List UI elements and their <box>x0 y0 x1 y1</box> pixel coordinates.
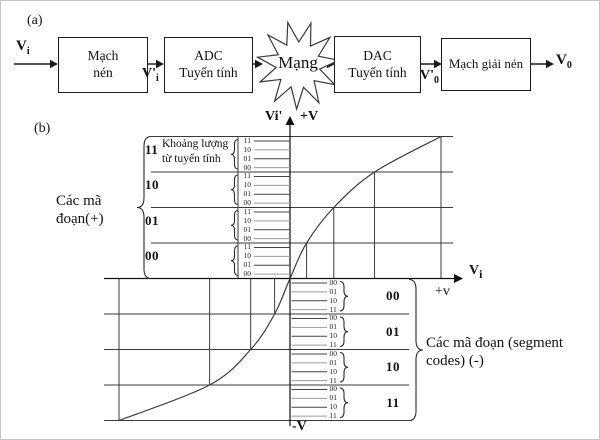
quant-code-positive: 10 <box>243 251 252 261</box>
quant-code-negative: 01 <box>329 393 338 403</box>
panel-a-label: (a) <box>27 13 43 28</box>
segment-code-negative: 11 <box>386 394 400 410</box>
quant-group-brace-negative <box>339 280 349 312</box>
y-axis-arrowhead <box>285 116 295 125</box>
linear-dac-block: DAC Tuyến tính <box>334 36 421 93</box>
segment-code-negative: 01 <box>386 323 400 339</box>
input-arrow-head <box>50 59 58 69</box>
quant-code-negative: 01 <box>329 286 338 296</box>
quant-code-positive: 11 <box>243 171 251 181</box>
y-axis-title: Vi' <box>265 109 283 124</box>
quant-code-negative: 00 <box>329 277 338 287</box>
panel-b-label: (b) <box>34 121 51 136</box>
compressor-to-adc-arrow-head <box>156 59 164 69</box>
linear-adc-block: ADC Tuyến tính <box>164 37 253 93</box>
output-arrow-head <box>546 59 554 69</box>
y-min-label: -V <box>292 419 307 434</box>
quant-group-brace-negative <box>339 316 349 348</box>
quant-code-positive: 00 <box>243 162 252 172</box>
quant-group-brace-negative <box>339 351 349 383</box>
output-signal-label: V0 <box>556 52 572 71</box>
positive-segments-brace <box>136 135 152 280</box>
quant-code-positive: 11 <box>243 206 251 216</box>
compressor-block: Mạch nén <box>58 37 148 93</box>
dac-to-expander-arrow-head <box>434 59 442 69</box>
segment-code-positive: 11 <box>145 141 159 157</box>
quant-code-negative: 11 <box>329 411 337 421</box>
quant-code-positive: 11 <box>243 242 251 252</box>
quant-code-positive: 10 <box>243 180 252 190</box>
segment-code-positive: 00 <box>145 248 159 263</box>
compression-curve <box>118 135 442 422</box>
quant-code-negative: 01 <box>329 322 338 332</box>
quant-code-positive: 01 <box>243 153 252 163</box>
negative-segments-brace <box>408 278 424 422</box>
quant-code-negative: 11 <box>329 340 337 350</box>
quant-code-positive: 00 <box>243 269 252 279</box>
quant-code-negative: 00 <box>329 384 338 394</box>
compressed-signal-label: V'i <box>142 66 159 84</box>
x-axis-title: Vi <box>469 263 483 281</box>
quant-code-negative: 10 <box>329 295 338 305</box>
adc-to-network-arrow-head <box>255 59 263 69</box>
quantization-interval-caption: Khoảng lượng từ tuyến tính <box>162 138 229 165</box>
input-signal-label: Vi <box>16 38 30 57</box>
quant-code-negative: 11 <box>329 375 337 385</box>
quant-code-negative: 10 <box>329 402 338 412</box>
quant-code-negative: 01 <box>329 357 338 367</box>
quant-group-brace-negative <box>339 387 349 419</box>
quant-group-brace-positive <box>230 209 239 241</box>
y-max-label: +V <box>300 109 319 124</box>
quant-group-brace-positive <box>230 138 239 170</box>
quant-code-positive: 00 <box>243 198 252 208</box>
quant-code-negative: 10 <box>329 331 338 341</box>
network-starburst-shape <box>255 20 341 112</box>
quant-group-brace-positive <box>230 245 239 277</box>
quant-code-positive: 00 <box>243 233 252 243</box>
quant-code-positive: 01 <box>243 189 252 199</box>
quant-code-positive: 11 <box>243 135 251 145</box>
quant-code-positive: 10 <box>243 144 252 154</box>
quant-code-negative: 00 <box>329 348 338 358</box>
quant-group-brace-positive <box>230 174 239 206</box>
segment-code-positive: 10 <box>145 177 159 192</box>
dac-output-signal-label: V'0 <box>420 68 439 86</box>
quant-code-positive: 10 <box>243 215 252 225</box>
quant-code-negative: 00 <box>329 313 338 323</box>
network-label: Mạng <box>278 53 318 72</box>
segment-code-positive: 01 <box>145 212 159 228</box>
segment-code-negative: 00 <box>386 288 400 304</box>
quant-code-positive: 01 <box>243 224 252 234</box>
x-axis-arrowhead <box>454 274 463 283</box>
quant-code-positive: 01 <box>243 260 252 270</box>
expander-block: Mạch giải nén <box>441 38 531 91</box>
x-positive-label: +v <box>435 284 450 299</box>
positive-segment-codes-caption: Các mã đoạn(+) <box>56 193 104 228</box>
negative-segment-codes-caption: Các mã đoạn (segment codes) (-) <box>426 335 564 370</box>
quant-code-negative: 11 <box>329 304 337 314</box>
quant-code-negative: 10 <box>329 366 338 376</box>
segment-code-negative: 10 <box>386 359 400 375</box>
